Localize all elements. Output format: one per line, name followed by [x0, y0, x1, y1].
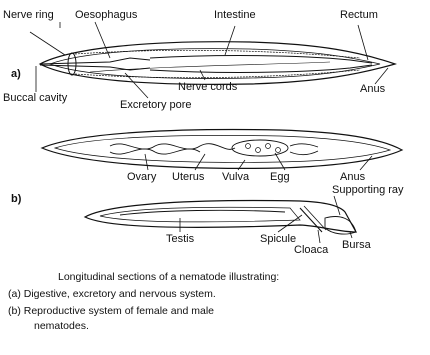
label-oesophagus: Oesophagus	[75, 9, 137, 21]
label-nerve-cords: Nerve cords	[178, 81, 237, 93]
label-supporting-ray: Supporting ray	[332, 184, 404, 196]
label-cloaca: Cloaca	[294, 244, 328, 256]
caption-item-b: (b) Reproductive system of female and ma…	[8, 305, 214, 318]
label-excretory-pore: Excretory pore	[120, 99, 192, 111]
label-egg: Egg	[270, 171, 290, 183]
caption-title: Longitudinal sections of a nematode illu…	[58, 271, 279, 284]
label-vulva: Vulva	[222, 171, 249, 183]
label-ovary: Ovary	[127, 171, 156, 183]
label-buccal-cavity: Buccal cavity	[3, 92, 67, 104]
panel-b-marker: b)	[11, 193, 21, 205]
label-intestine: Intestine	[214, 9, 256, 21]
label-uterus: Uterus	[172, 171, 204, 183]
label-anus-b: Anus	[340, 171, 365, 183]
label-bursa: Bursa	[342, 239, 371, 251]
worm-female-drawing	[42, 130, 402, 170]
worm-male-drawing	[85, 196, 356, 243]
label-anus-a: Anus	[360, 83, 385, 95]
panel-a-marker: a)	[11, 68, 21, 80]
label-spicule: Spicule	[260, 233, 296, 245]
label-rectum: Rectum	[340, 9, 378, 21]
caption-item-a: (a) Digestive, excretory and nervous sys…	[8, 288, 216, 301]
label-nerve-ring: Nerve ring	[3, 9, 54, 21]
label-testis: Testis	[166, 233, 194, 245]
caption-item-b-continued: nematodes.	[34, 320, 89, 333]
